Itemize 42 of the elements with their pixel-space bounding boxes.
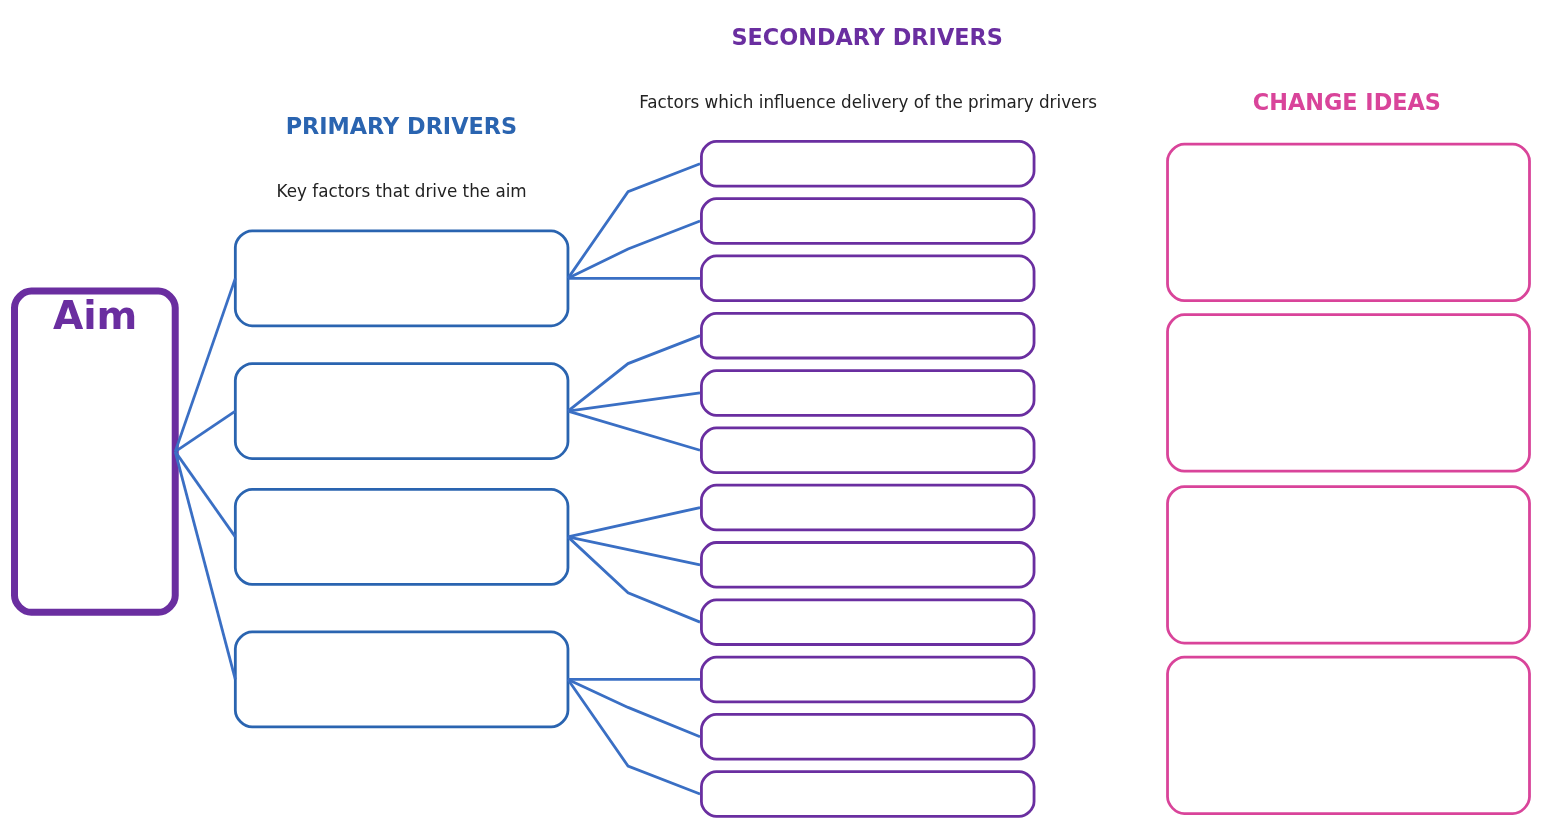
connector: [566, 678, 701, 796]
connector: [174, 409, 237, 453]
node-box: [1166, 655, 1531, 815]
connector: [174, 450, 237, 538]
label: SECONDARY DRIVERS: [731, 23, 1003, 50]
node-box: [233, 487, 570, 586]
connector: [566, 162, 701, 280]
connector: [567, 276, 700, 280]
node-box: [1166, 142, 1531, 303]
node-box: [1166, 313, 1531, 473]
connector: [173, 451, 237, 680]
node-box: [700, 483, 1036, 532]
connector: [567, 409, 701, 452]
node-box: [700, 541, 1036, 589]
node-box: Aim: [11, 287, 179, 616]
node-box: [700, 254, 1036, 303]
connector: [567, 334, 701, 413]
node-box: [700, 655, 1036, 704]
node-box: [233, 630, 570, 729]
connector: [567, 506, 701, 539]
label: Factors which influence delivery of the primary drivers: [639, 91, 1098, 112]
node-box: [700, 770, 1036, 818]
connector: [567, 391, 701, 413]
connector: [567, 219, 701, 280]
node-box: [700, 369, 1036, 417]
connector: [567, 678, 700, 681]
label: CHANGE IDEAS: [1252, 89, 1441, 116]
node-box: [1166, 485, 1531, 645]
node-box: [700, 426, 1036, 474]
node-box: [233, 229, 570, 328]
node-box: [700, 139, 1036, 188]
connector: [567, 678, 701, 739]
node-box: [700, 598, 1036, 646]
node-box: [700, 197, 1036, 245]
node-box: [700, 713, 1036, 761]
connector: [567, 535, 701, 567]
connector: [173, 277, 237, 453]
node-box: [700, 311, 1036, 360]
connector: [567, 535, 701, 624]
label: Key factors that drive the aim: [276, 181, 527, 202]
node-box: [233, 362, 570, 461]
label: PRIMARY DRIVERS: [285, 113, 518, 140]
